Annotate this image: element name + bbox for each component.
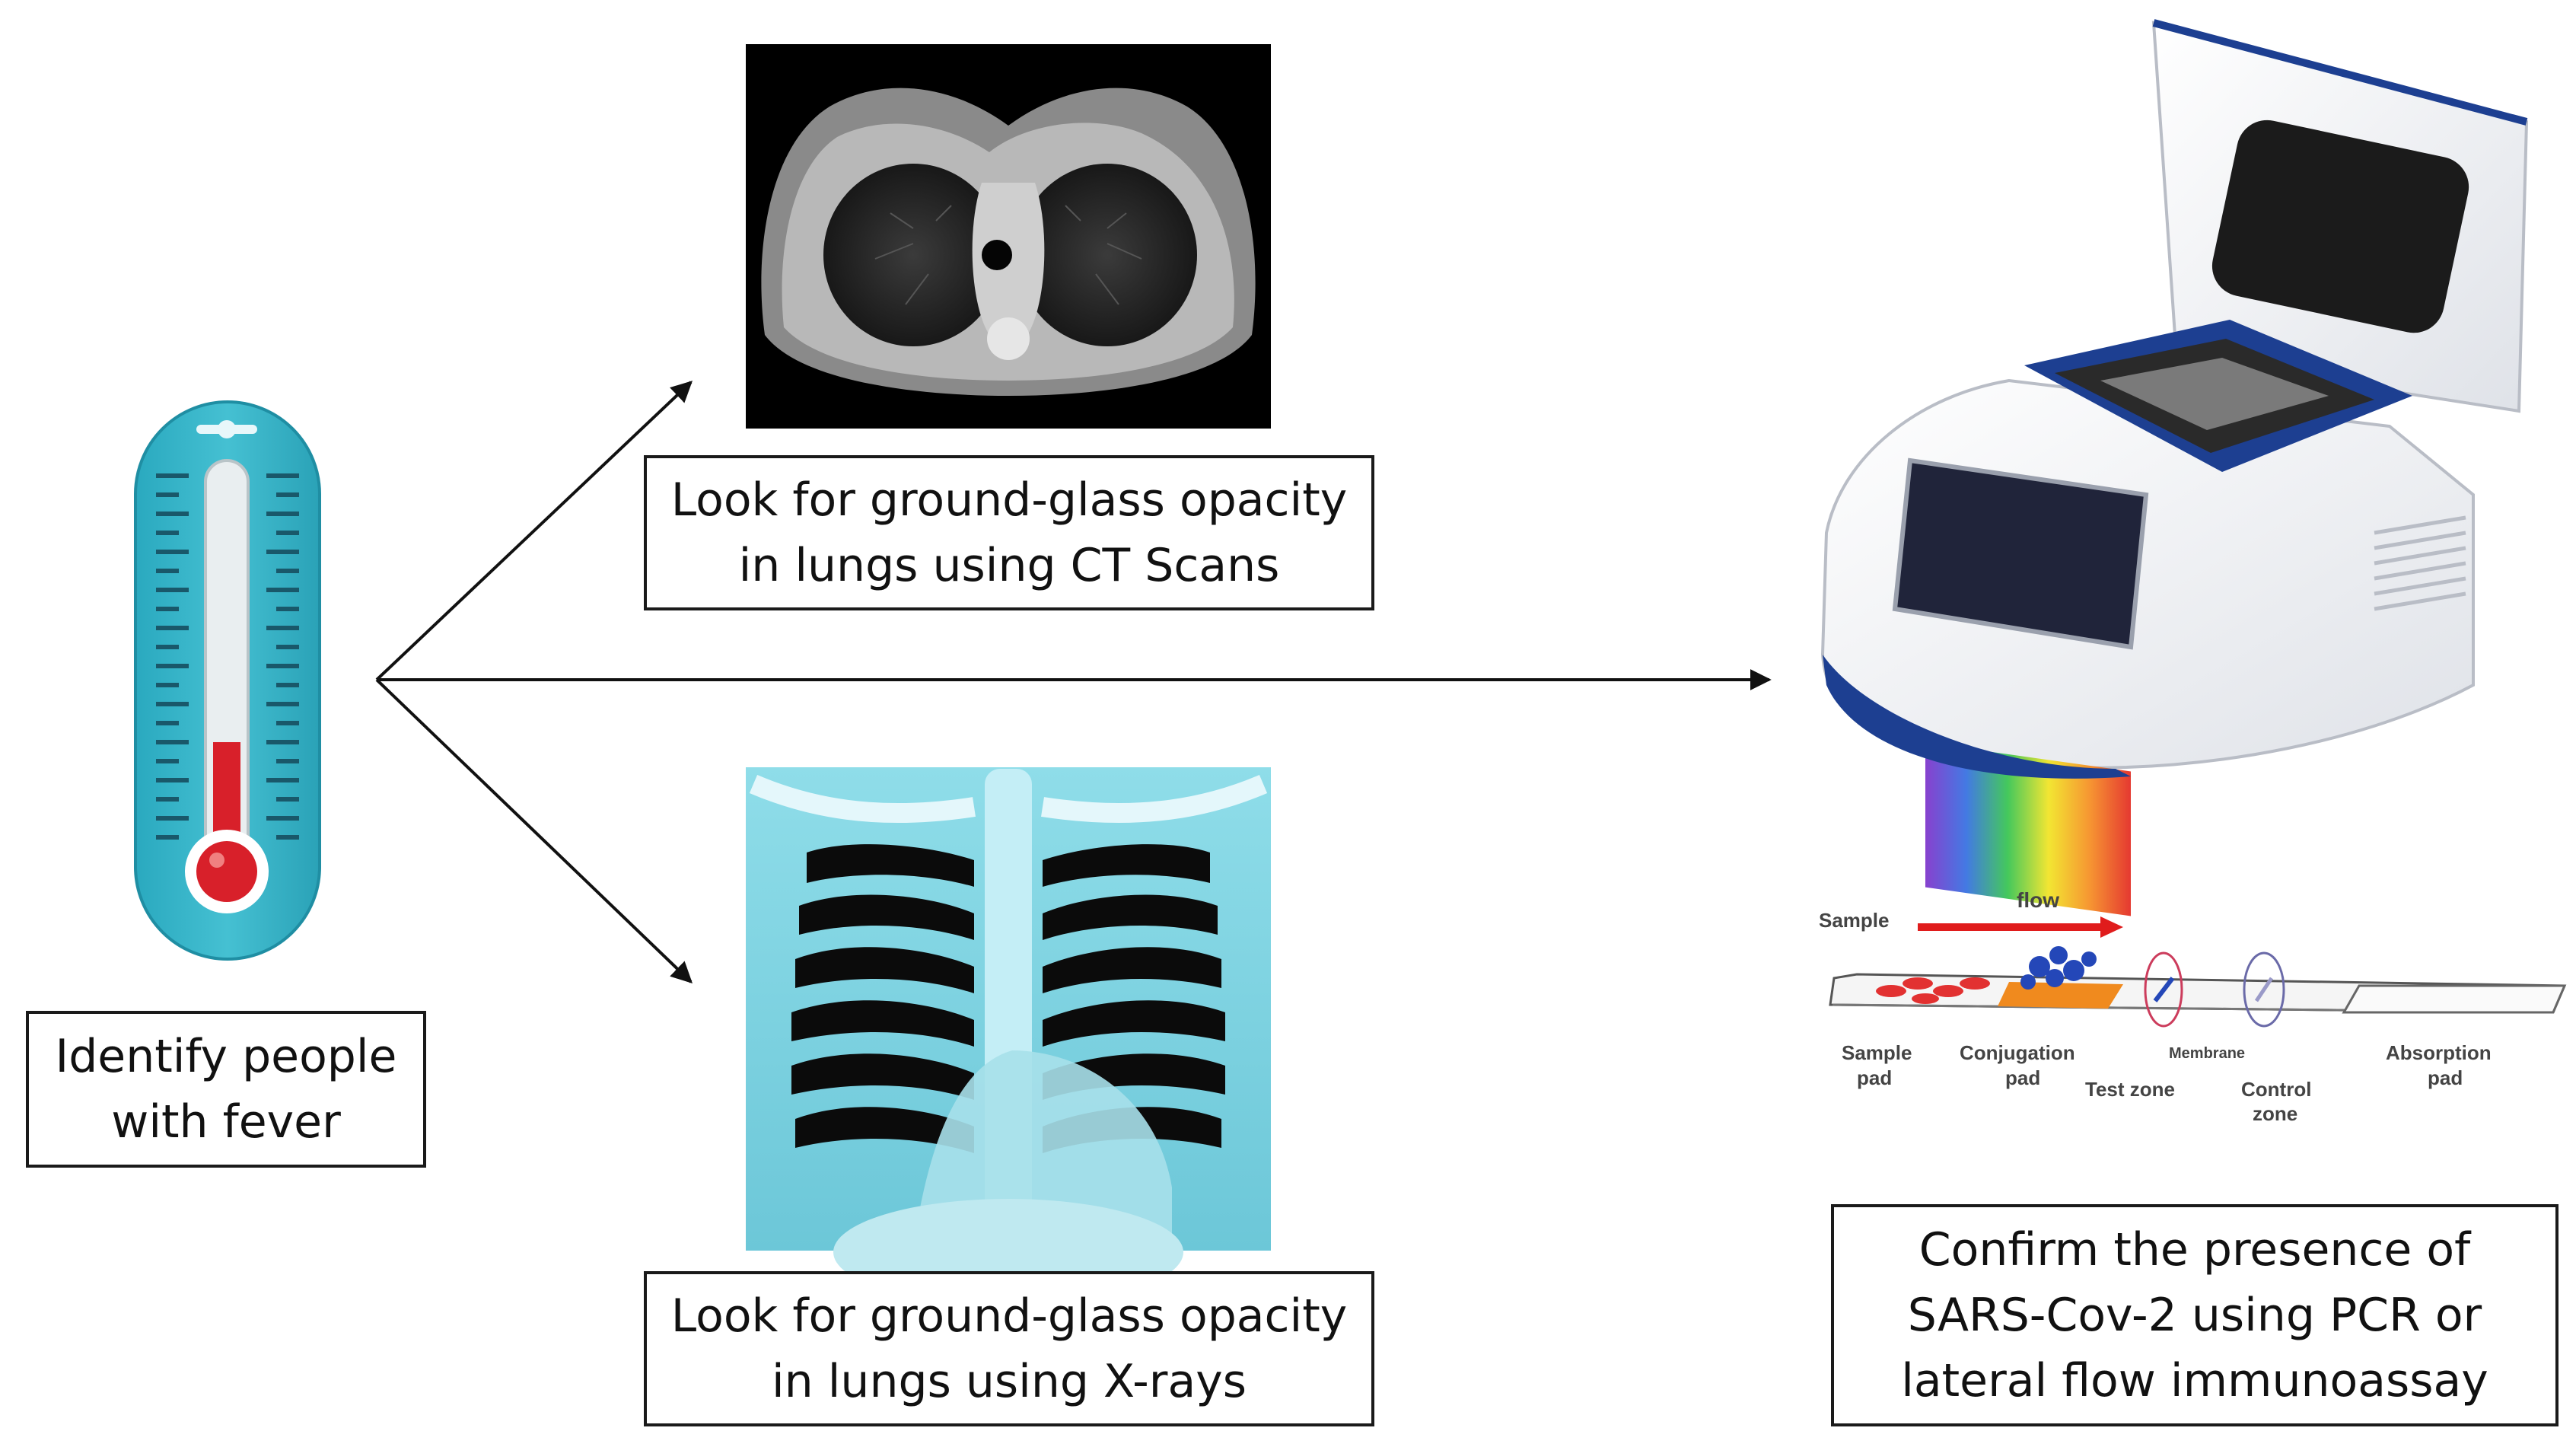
lfa-flow-label: flow <box>2017 888 2059 912</box>
ct-scan-box: Look for ground-glass opacity in lungs u… <box>644 455 1374 610</box>
lateral-flow-strip-image: flow Sample Sample pad Conjugation pad M… <box>1819 888 2567 1125</box>
lfa-membrane-label: Membrane <box>2169 1045 2245 1062</box>
ct-scan-image <box>746 44 1271 429</box>
thermometer-icon <box>134 400 321 961</box>
xray-line-2: in lungs using X-rays <box>771 1355 1247 1408</box>
xray-line-1: Look for ground-glass opacity <box>670 1289 1348 1343</box>
identify-fever-line-2: with fever <box>111 1095 341 1149</box>
lfa-control-zone-label-1: Control <box>2241 1078 2311 1101</box>
lfa-sample-pad-label-1: Sample <box>1842 1041 1912 1064</box>
identify-fever-line-1: Identify people <box>55 1030 397 1083</box>
identify-fever-box: Identify people with fever <box>26 1011 426 1168</box>
xray-box: Look for ground-glass opacity in lungs u… <box>644 1271 1374 1426</box>
lfa-absorption-pad-label-2: pad <box>2428 1066 2463 1089</box>
chest-xray-image <box>746 767 1271 1305</box>
lfa-test-zone-label: Test zone <box>2085 1078 2175 1101</box>
arrow-to-xray <box>375 678 693 983</box>
lfa-sample-label: Sample <box>1819 909 1890 932</box>
confirm-line-2: SARS-Cov-2 using PCR or <box>1907 1289 2482 1342</box>
lfa-sample-pad-label-2: pad <box>1857 1066 1892 1089</box>
lfa-absorption-pad-label-1: Absorption <box>2386 1041 2492 1064</box>
confirm-line-3: lateral flow immunoassay <box>1901 1354 2488 1407</box>
confirm-pcr-box: Confirm the presence of SARS-Cov-2 using… <box>1831 1204 2558 1426</box>
ct-scan-line-2: in lungs using CT Scans <box>738 539 1280 592</box>
arrow-to-ct <box>375 381 693 681</box>
lfa-conjugation-pad-label-1: Conjugation <box>1960 1041 2075 1064</box>
lfa-conjugation-pad-label-2: pad <box>2005 1066 2040 1089</box>
confirm-line-1: Confirm the presence of <box>1918 1223 2471 1276</box>
ct-scan-line-1: Look for ground-glass opacity <box>670 473 1348 527</box>
lfa-control-zone-label-2: zone <box>2253 1102 2297 1125</box>
pcr-machine-image <box>1820 19 2529 916</box>
